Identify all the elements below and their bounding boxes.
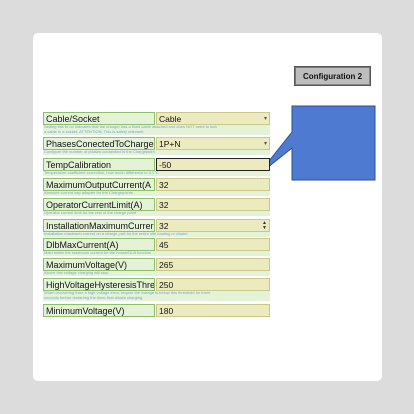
help-text-row: Main meter the maximum current for the h… xyxy=(43,250,270,256)
value-text: 180 xyxy=(159,306,174,316)
param-label: DlbMaxCurrent(A) xyxy=(43,238,155,251)
value-dropdown[interactable]: Cable ▾ xyxy=(156,112,270,125)
help-text-row: When recovering from a high voltage erro… xyxy=(43,290,270,301)
value-field[interactable]: 45 xyxy=(156,238,270,251)
help-text-row: Configure the number of phases connected… xyxy=(43,149,270,155)
help-text: Installation maximum current on a charge… xyxy=(44,231,188,236)
param-label: PhasesConectedToChargeP xyxy=(43,137,155,150)
help-text-row: Installation maximum current on a charge… xyxy=(43,231,270,237)
value-text: 250 xyxy=(159,280,174,290)
value-text: 265 xyxy=(159,260,174,270)
help-text-row: Setting this to on indicates that the ch… xyxy=(43,124,270,135)
param-label: InstallationMaximumCurrer xyxy=(43,219,155,232)
value-text: Cable xyxy=(159,114,182,124)
help-text-line-2: a cable in a socket. ATTENTION: This is … xyxy=(44,129,144,134)
value-field[interactable]: 32 xyxy=(156,198,270,211)
value-text: -50 xyxy=(159,160,172,170)
value-field[interactable]: 180 xyxy=(156,304,270,317)
help-text-row: Absolute current cap adapter for the Cha… xyxy=(43,190,270,196)
value-field[interactable]: 265 xyxy=(156,258,270,271)
value-dropdown[interactable]: 1P+N ▾ xyxy=(156,137,270,150)
value-field[interactable]: -50 xyxy=(156,158,270,171)
help-text-line-2: seconds before restarting the timer that… xyxy=(44,295,144,300)
value-text: 32 xyxy=(159,180,169,190)
param-label: MaximumOutputCurrent(A xyxy=(43,178,155,191)
help-text-row: Temperature coefficient correction, how … xyxy=(43,170,270,176)
param-label: HighVoltageHysteresisThre xyxy=(43,278,155,291)
param-label: MaximumVoltage(V) xyxy=(43,258,155,271)
help-text: Operator current limit for the rest of t… xyxy=(44,210,137,215)
param-label: OperatorCurrentLimit(A) xyxy=(43,198,155,211)
chevron-down-icon[interactable]: ▾ xyxy=(263,141,267,147)
chevron-down-icon[interactable]: ▾ xyxy=(263,116,267,122)
value-text: 1P+N xyxy=(159,139,181,149)
help-text: Main meter the maximum current for the h… xyxy=(44,250,152,255)
value-spinner[interactable]: 32 ▲▼ xyxy=(156,219,270,232)
help-text-row: Above this voltage charging will stop xyxy=(43,270,270,276)
help-text: Configure the number of phases connected… xyxy=(44,149,155,154)
param-label: Cable/Socket xyxy=(43,112,155,125)
help-text: Temperature coefficient correction, how … xyxy=(44,170,159,175)
value-field[interactable]: 32 xyxy=(156,178,270,191)
value-text: 32 xyxy=(159,200,169,210)
spinner-arrows-icon[interactable]: ▲▼ xyxy=(262,220,267,231)
param-label: TempCalibration xyxy=(43,158,155,171)
help-text: Setting this to on indicates that the ch… xyxy=(44,124,218,129)
help-text-row: Operator current limit for the rest of t… xyxy=(43,210,270,216)
value-text: 45 xyxy=(159,240,169,250)
param-label: MinimumVoltage(V) xyxy=(43,304,155,317)
value-text: 32 xyxy=(159,221,169,231)
help-text: Above this voltage charging will stop xyxy=(44,270,109,275)
value-field[interactable]: 250 xyxy=(156,278,270,291)
configuration-2-button[interactable]: Configuration 2 xyxy=(294,66,371,86)
help-text: When recovering from a high voltage erro… xyxy=(44,290,211,295)
help-text: Absolute current cap adapter for the Cha… xyxy=(44,190,133,195)
